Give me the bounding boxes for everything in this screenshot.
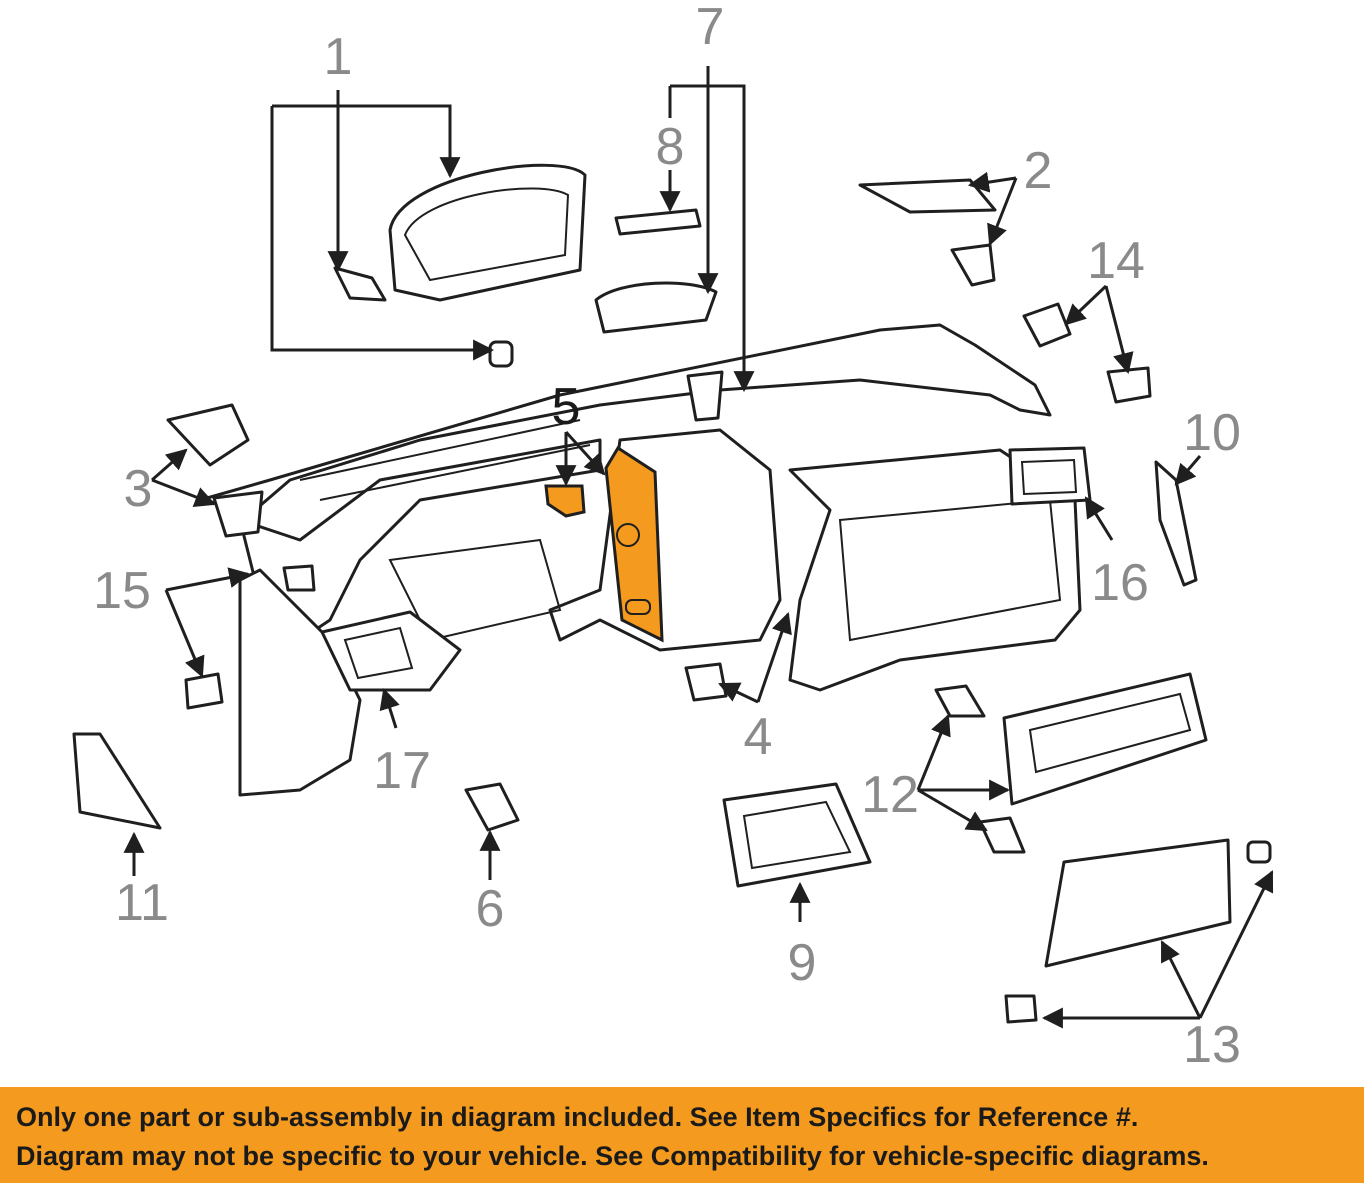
leader-lines <box>123 66 1274 1029</box>
disclaimer-line-2: Diagram may not be specific to your vehi… <box>16 1141 1209 1171</box>
callout-12: 12 <box>861 766 919 824</box>
callout-16: 16 <box>1091 554 1149 612</box>
callout-9: 9 <box>788 934 817 992</box>
parts-diagram: 1 2 3 4 5 6 7 8 9 10 11 12 13 14 15 16 1… <box>72 0 1274 1074</box>
part-3-cap <box>166 403 264 538</box>
callout-17: 17 <box>373 742 431 800</box>
callout-10: 10 <box>1183 404 1241 462</box>
callout-13: 13 <box>1183 1016 1241 1074</box>
disclaimer-line-1: Only one part or sub-assembly in diagram… <box>16 1102 1139 1132</box>
callout-4: 4 <box>744 708 773 766</box>
callout-5: 5 <box>552 378 581 436</box>
part-4-clip <box>684 662 728 702</box>
callout-6: 6 <box>476 880 505 938</box>
part-6-bracket <box>464 782 520 832</box>
part-7-8-trim <box>594 208 724 422</box>
part-2-cover <box>858 178 997 287</box>
part-1-cluster <box>333 163 587 368</box>
disclaimer-banner: Only one part or sub-assembly in diagram… <box>0 1087 1364 1183</box>
part-11-end-cap <box>72 732 162 830</box>
part-13-glovebox <box>1004 838 1272 1024</box>
part-12-glovebox-frame <box>934 672 1208 854</box>
part-16-vent <box>1008 446 1092 506</box>
part-10-side-panel <box>1154 460 1198 587</box>
dashboard-panel <box>198 323 1082 797</box>
callout-15: 15 <box>93 562 151 620</box>
part-9-pocket <box>722 782 872 888</box>
callout-8: 8 <box>656 118 685 176</box>
part-17-vent <box>320 610 462 692</box>
part-15-cap <box>184 564 316 710</box>
highlighted-part-5 <box>544 445 664 643</box>
callout-11: 11 <box>115 874 169 932</box>
callout-2: 2 <box>1024 142 1053 200</box>
callout-14: 14 <box>1087 232 1145 290</box>
callout-1: 1 <box>324 28 353 86</box>
callout-7: 7 <box>696 0 725 56</box>
callout-3: 3 <box>124 460 153 518</box>
part-14-clip <box>1022 302 1152 404</box>
